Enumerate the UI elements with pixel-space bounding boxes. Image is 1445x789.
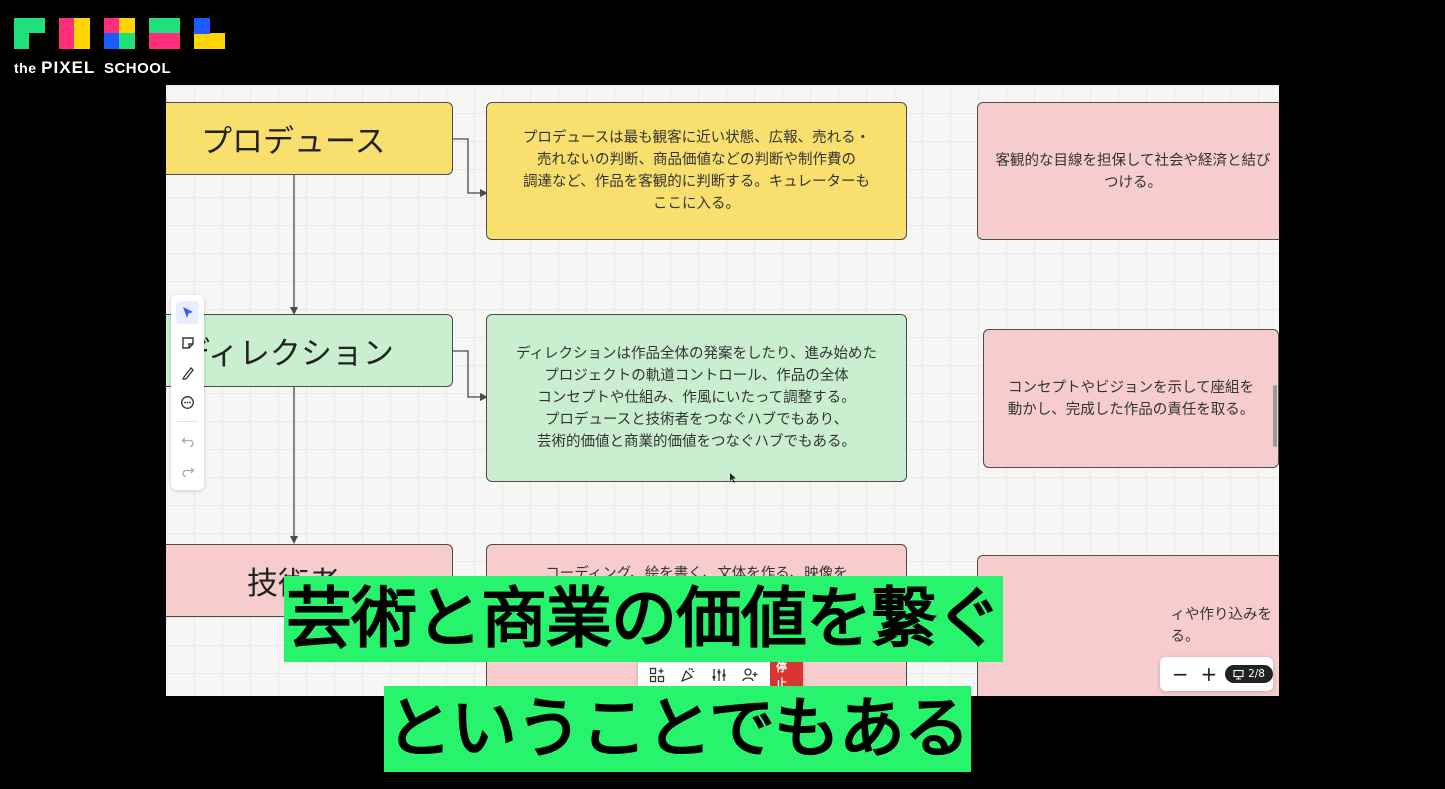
logo-square-1	[14, 18, 45, 49]
subtitle-line-2: ということでもある	[384, 686, 972, 772]
zoom-out-button[interactable]: −	[1171, 662, 1189, 686]
node-direction-description[interactable]: ディレクションは作品全体の発案をしたり、進み始めた プロジェクトの軌道コントロー…	[486, 314, 907, 482]
page-indicator[interactable]: 2/8	[1225, 665, 1273, 683]
settings-sliders-button[interactable]	[708, 664, 729, 686]
comment-tool[interactable]	[176, 391, 199, 414]
redo-icon	[181, 467, 194, 477]
node-direction-label: ディレクション	[179, 336, 394, 372]
node-direction[interactable]: ディレクション	[166, 314, 453, 387]
node-produce[interactable]: プロデュース	[166, 102, 453, 175]
node-produce-label: プロデュース	[201, 124, 386, 160]
pen-icon	[181, 366, 194, 380]
connector-lines	[290, 138, 488, 544]
redo-button[interactable]	[176, 459, 199, 482]
shapes-button[interactable]	[646, 664, 667, 686]
logo-pixel: PIXEL	[41, 58, 96, 77]
logo-square-3	[104, 18, 135, 49]
select-tool[interactable]	[176, 301, 199, 324]
logo-square-5	[194, 18, 225, 49]
mouse-cursor-icon	[730, 473, 736, 483]
cursor-arrow-icon	[182, 306, 193, 318]
node-produce-description[interactable]: プロデュースは最も観客に近い状態、広報、売れる・ 売れないの判断、商品価値などの…	[486, 102, 907, 240]
party-popper-icon	[680, 667, 695, 683]
node-direction-note[interactable]: コンセプトやビジョンを示して座組を 動かし、完成した作品の責任を取る。	[983, 329, 1279, 468]
node-produce-note[interactable]: 客観的な目線を担保して社会や経済と結び つける。	[977, 102, 1279, 240]
sticky-note-icon	[181, 336, 194, 349]
logo-square-4	[149, 18, 180, 49]
node-direction-description-text: ディレクションは作品全体の発案をしたり、進み始めた プロジェクトの軌道コントロー…	[516, 346, 877, 450]
logo-square-2	[59, 18, 90, 49]
shapes-icon	[649, 667, 664, 683]
toolbar-divider	[177, 421, 198, 422]
add-user-button[interactable]	[739, 664, 760, 686]
bottom-toolbar: 停止	[638, 656, 803, 694]
logo-school: SCHOOL	[103, 60, 172, 77]
subtitle-line-1: 芸術と商業の価値を繋ぐ	[284, 576, 1003, 662]
node-produce-note-text: 客観的な目線を担保して社会や経済と結び つける。	[995, 153, 1271, 191]
vertical-scrollbar[interactable]	[1273, 385, 1277, 447]
zoom-controls: − + 2/8	[1160, 657, 1273, 691]
add-user-icon	[741, 668, 757, 682]
sliders-icon	[712, 669, 725, 681]
logo-squares	[14, 18, 225, 49]
undo-button[interactable]	[176, 429, 199, 452]
logo-the: the	[14, 60, 37, 76]
sticky-note-tool[interactable]	[176, 331, 199, 354]
logo-wordmark: the PIXEL SCHOOL	[14, 58, 225, 78]
pixel-school-logo: the PIXEL SCHOOL	[14, 18, 225, 78]
page-number: 2/8	[1248, 668, 1265, 680]
undo-icon	[181, 437, 194, 447]
whiteboard-canvas[interactable]: プロデュース プロデュースは最も観客に近い状態、広報、売れる・ 売れないの判断、…	[166, 85, 1279, 696]
comment-icon	[181, 396, 194, 409]
left-toolbar	[171, 295, 204, 490]
zoom-in-button[interactable]: +	[1200, 662, 1218, 686]
presentation-icon	[1233, 669, 1244, 680]
celebrate-button[interactable]	[677, 664, 698, 686]
pen-tool[interactable]	[176, 361, 199, 384]
node-engineer-note-text: ィや作り込みを る。	[1170, 607, 1273, 645]
node-produce-description-text: プロデュースは最も観客に近い状態、広報、売れる・ 売れないの判断、商品価値などの…	[522, 130, 871, 212]
node-direction-note-text: コンセプトやビジョンを示して座組を 動かし、完成した作品の責任を取る。	[1007, 379, 1255, 418]
